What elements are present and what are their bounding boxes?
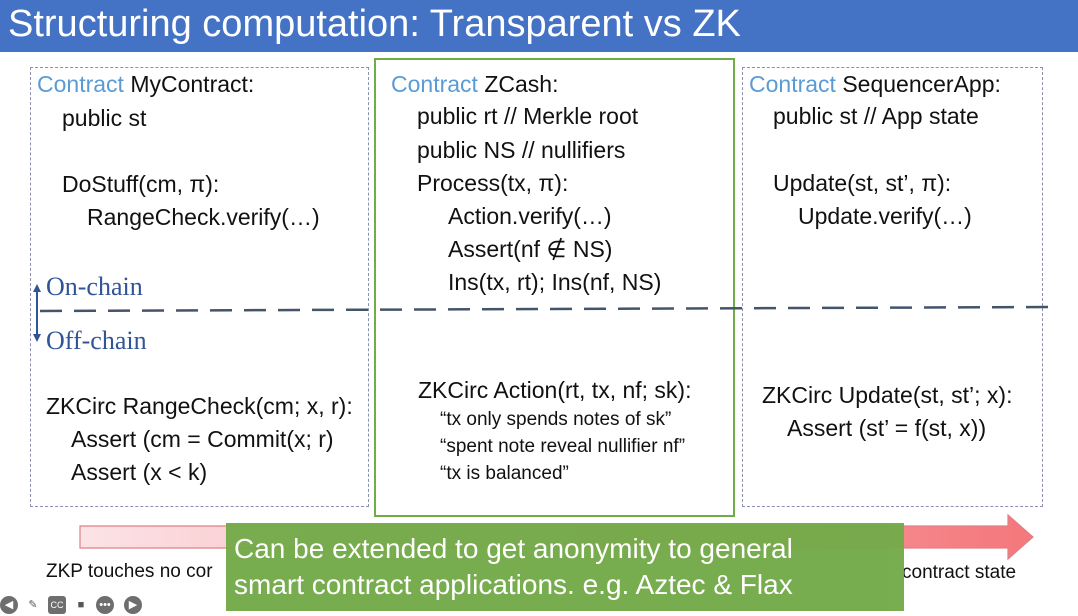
contract-box-mycontract [30,67,369,507]
more-icon[interactable]: ••• [96,596,114,614]
bottom-right-text: contract state [902,562,1017,583]
zcash-header: Contract ZCash: [391,70,558,98]
captions-icon[interactable]: CC [48,596,66,614]
code-line: public NS // nullifiers [417,137,626,163]
code-line: Assert (st’ = f(st, x)) [787,415,987,441]
slide-title: Structuring computation: Transparent vs … [8,3,741,45]
code-line: Assert(nf ∉ NS) [448,236,613,262]
caption-overlay: Can be extended to get anonymity to gene… [226,523,904,611]
code-line: public st // App state [773,103,979,129]
code-line: ZKCirc Action(rt, tx, nf; sk): [418,377,692,403]
title-bar: Structuring computation: Transparent vs … [0,0,1078,52]
code-comment: “tx only spends notes of sk” [440,409,672,430]
code-line: Process(tx, π): [417,170,569,196]
code-line: public rt // Merkle root [417,103,639,129]
contract-keyword: Contract [749,71,836,97]
code-line: ZKCirc RangeCheck(cm; x, r): [46,393,353,419]
code-comment: “spent note reveal nullifier nf” [440,436,686,457]
watermark: CSDN @mutourend [948,592,1064,607]
contract-box-sequencerapp [742,67,1043,507]
code-line: Update(st, st’, π): [773,170,952,196]
code-line: Ins(tx, rt); Ins(nf, NS) [448,269,662,295]
code-line: DoStuff(cm, π): [62,171,220,197]
on-chain-label: On-chain [46,272,143,301]
contract-keyword: Contract [37,71,124,97]
contract-name: ZCash: [484,71,559,97]
bottom-left-text: ZKP touches no cor [46,561,213,582]
contract-box-zcash [374,58,735,517]
contract-name: MyContract: [130,71,255,97]
contract-name: SequencerApp: [842,71,1001,97]
code-line: ZKCirc Update(st, st’; x): [762,382,1013,408]
pen-icon[interactable]: ✎ [28,599,38,611]
caption-line-1: Can be extended to get anonymity to gene… [234,533,793,564]
code-line: RangeCheck.verify(…) [87,204,320,230]
forward-icon[interactable]: ▶ [124,596,142,614]
code-comment: “tx is balanced” [440,463,569,484]
mycontract-header: Contract MyContract: [37,70,254,98]
sequencerapp-header: Contract SequencerApp: [749,70,1001,98]
off-chain-label: Off-chain [46,326,147,355]
code-line: Update.verify(…) [798,203,972,229]
code-line: Action.verify(…) [448,203,612,229]
chain-divider [33,284,1057,342]
camera-icon[interactable]: ■ [77,599,85,611]
contract-keyword: Contract [391,71,478,97]
code-line: public st [62,105,147,131]
code-line: Assert (cm = Commit(x; r) [71,426,334,452]
caption-line-2: smart contract applications. e.g. Aztec … [234,569,793,600]
back-icon[interactable]: ◀ [0,596,18,614]
code-line: Assert (x < k) [71,459,208,485]
